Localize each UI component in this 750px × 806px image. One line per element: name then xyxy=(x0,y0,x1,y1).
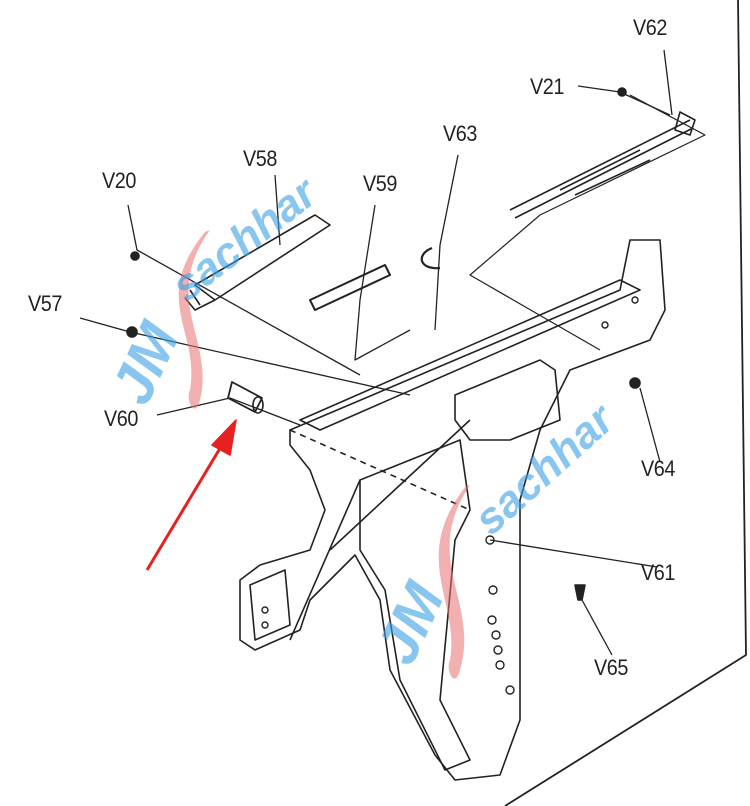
label-v57: V57 xyxy=(28,291,62,316)
label-v65: V65 xyxy=(594,655,628,680)
watermark-swoosh xyxy=(178,230,470,679)
label-v62: V62 xyxy=(633,15,667,40)
page-border xyxy=(504,0,747,806)
label-v21: V21 xyxy=(530,74,564,99)
label-v60: V60 xyxy=(104,406,138,431)
main-bracket xyxy=(239,239,666,781)
label-v64: V64 xyxy=(641,456,675,481)
label-v20: V20 xyxy=(102,168,136,193)
label-strip xyxy=(309,264,391,311)
holes xyxy=(261,296,639,695)
fasteners xyxy=(126,87,641,601)
label-v61: V61 xyxy=(641,560,675,585)
label-v58: V58 xyxy=(243,146,277,171)
gas-spring xyxy=(509,111,696,219)
red-arrow-icon xyxy=(145,419,237,571)
label-v59: V59 xyxy=(363,171,397,196)
clip xyxy=(420,246,441,270)
label-v63: V63 xyxy=(443,121,477,146)
leader-lines xyxy=(79,49,673,656)
